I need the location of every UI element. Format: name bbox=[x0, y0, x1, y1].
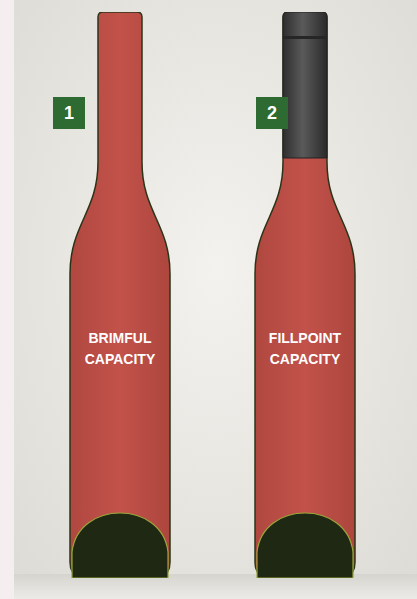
backdrop bbox=[14, 0, 417, 599]
page-margin bbox=[0, 0, 14, 599]
callout-number: 2 bbox=[267, 103, 277, 124]
wine-fill bbox=[255, 12, 355, 578]
bottle-punt bbox=[72, 513, 168, 578]
capsule-band bbox=[283, 36, 327, 39]
callout-badge: 2 bbox=[256, 97, 288, 129]
wine-fill bbox=[70, 12, 170, 578]
callout-badge: 1 bbox=[53, 97, 85, 129]
capacity-label: BRIMFUL CAPACITY bbox=[74, 328, 166, 370]
capacity-label: FILLPOINT CAPACITY bbox=[259, 328, 351, 370]
bottle-capsule bbox=[283, 12, 327, 158]
callout-number: 1 bbox=[64, 103, 74, 124]
bottle-punt bbox=[257, 513, 353, 578]
